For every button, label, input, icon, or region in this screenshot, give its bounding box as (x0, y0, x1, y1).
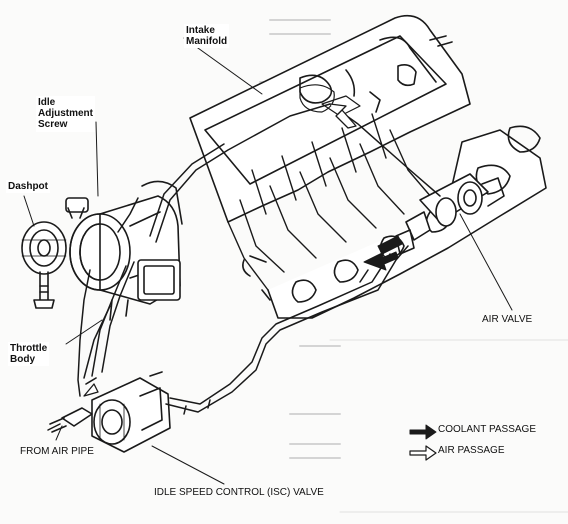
intake-manifold (189, 14, 471, 223)
label-air-valve: AIR VALVE (482, 314, 533, 325)
hoses (47, 103, 441, 431)
air-valve (379, 173, 505, 255)
coolant-passage-icon (409, 424, 437, 440)
throttle-body (65, 180, 183, 321)
isc-valve (49, 371, 171, 453)
label-throttle-body: Throttle Body (8, 342, 50, 367)
flow-arrows (83, 103, 403, 397)
label-dashpot: Dashpot (6, 180, 50, 194)
label-from-air-pipe: FROM AIR PIPE (20, 446, 94, 457)
label-intake-manifold: Intake Manifold (184, 24, 230, 49)
legend-air-passage: AIR PASSAGE (432, 445, 505, 456)
legend-coolant-label: COOLANT PASSAGE (438, 424, 536, 435)
legend-air-label: AIR PASSAGE (438, 445, 505, 456)
dashpot (21, 221, 67, 309)
label-isc-valve: IDLE SPEED CONTROL (ISC) VALVE (154, 487, 324, 498)
air-passage-icon (409, 445, 437, 461)
leader-lines (23, 37, 513, 485)
legend-coolant-passage: COOLANT PASSAGE (432, 424, 536, 435)
label-idle-adjustment-screw: Idle Adjustment Screw (36, 96, 95, 132)
